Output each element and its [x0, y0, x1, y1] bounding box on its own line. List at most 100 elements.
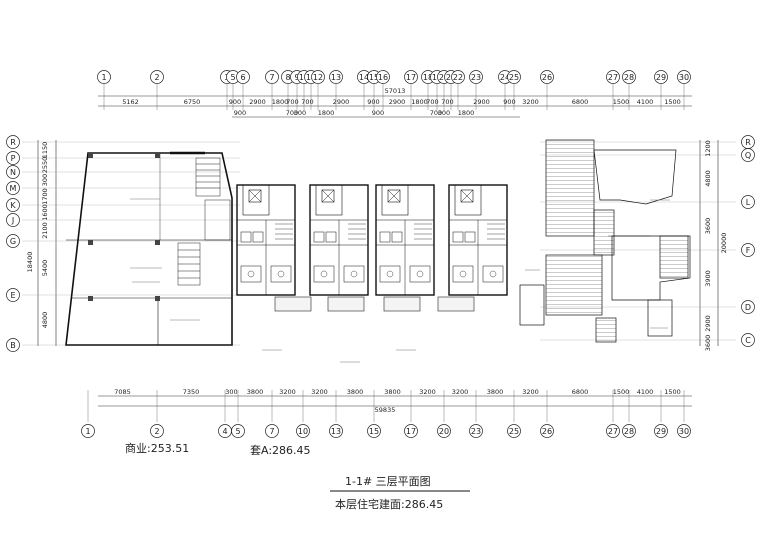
- dim-left-1: 2550: [41, 157, 49, 174]
- svg-text:26: 26: [542, 427, 552, 436]
- grid-bubble-layer: 1235678910111213141516171819202122232425…: [6, 70, 755, 438]
- grid-bubble-right-C: C: [741, 333, 755, 347]
- grid-bubble-bottom-4: 4: [218, 424, 232, 438]
- svg-text:16: 16: [378, 73, 388, 82]
- grid-bubble-right-R: R: [741, 135, 755, 149]
- dim-right-0: 1200: [704, 140, 712, 157]
- dim-bottom-9: 3200: [452, 388, 469, 396]
- floor-area-label: 本层住宅建面:286.45: [335, 497, 443, 511]
- grid-bubble-top-5: 5: [226, 70, 240, 84]
- dim-left-0: 1150: [41, 142, 49, 159]
- dim-top-12: 700: [441, 98, 453, 106]
- dim-bottom-2: 300: [225, 388, 237, 396]
- dim-left-7: 4800: [41, 312, 49, 329]
- dim-top-inner-1: 700: [286, 109, 298, 117]
- svg-text:8: 8: [285, 73, 290, 82]
- dim-top-inner-2: 300: [294, 109, 306, 117]
- balconies: [274, 296, 475, 312]
- svg-text:J: J: [11, 216, 14, 225]
- dim-right-3: 3900: [704, 270, 712, 287]
- svg-text:10: 10: [298, 427, 308, 436]
- grid-bubble-bottom-1: 1: [81, 424, 95, 438]
- grid-bubble-left-N: N: [6, 165, 20, 179]
- grid-bubble-bottom-13: 13: [329, 424, 343, 438]
- dim-top-8: 900: [367, 98, 379, 106]
- svg-text:20: 20: [439, 73, 449, 82]
- dim-left-3: 1700: [41, 188, 49, 205]
- dim-top-inner-6: 300: [438, 109, 450, 117]
- apartment-unit-4: [448, 184, 508, 296]
- svg-text:5: 5: [230, 73, 235, 82]
- horizontal-grid-lines: [22, 141, 736, 346]
- dim-bottom-11: 3200: [522, 388, 539, 396]
- dim-right-1: 4800: [704, 170, 712, 187]
- grid-bubble-left-B: B: [6, 338, 20, 352]
- svg-text:R: R: [10, 138, 16, 147]
- dim-bottom-13: 1500: [613, 388, 630, 396]
- svg-text:23: 23: [471, 427, 481, 436]
- grid-bubble-bottom-10: 10: [296, 424, 310, 438]
- dim-top-14: 900: [503, 98, 515, 106]
- svg-text:25: 25: [509, 427, 519, 436]
- svg-text:7: 7: [269, 427, 274, 436]
- dim-bottom-5: 3200: [311, 388, 328, 396]
- grid-bubble-right-F: F: [741, 243, 755, 257]
- svg-text:C: C: [745, 336, 751, 345]
- stair-core: [177, 157, 231, 286]
- apartment-unit-1: [236, 184, 296, 296]
- svg-text:L: L: [746, 198, 751, 207]
- svg-text:14: 14: [359, 73, 369, 82]
- svg-text:17: 17: [406, 73, 416, 82]
- dim-left-6: 5400: [41, 260, 49, 277]
- dim-top-3: 2900: [249, 98, 266, 106]
- dim-bottom-10: 3800: [487, 388, 504, 396]
- dim-left-4: 1600: [41, 204, 49, 221]
- grid-bubble-bottom-20: 20: [437, 424, 451, 438]
- grid-bubble-right-Q: Q: [741, 148, 755, 162]
- dim-left-5: 2100: [41, 222, 49, 239]
- dim-right-5: 3600: [704, 335, 712, 352]
- dim-top-17: 1500: [613, 98, 630, 106]
- dim-top-16: 6800: [572, 98, 589, 106]
- svg-text:1: 1: [101, 73, 106, 82]
- grid-bubble-top-22: 22: [451, 70, 465, 84]
- apartment-unit-2: [309, 184, 369, 296]
- grid-bubble-top-17: 17: [404, 70, 418, 84]
- svg-text:27: 27: [608, 427, 618, 436]
- dim-bottom-4: 3200: [279, 388, 296, 396]
- dim-top-6: 700: [301, 98, 313, 106]
- svg-text:R: R: [745, 138, 751, 147]
- svg-text:4: 4: [222, 427, 227, 436]
- dim-top-13: 2900: [473, 98, 490, 106]
- grid-bubble-right-L: L: [741, 195, 755, 209]
- grid-bubble-left-R: R: [6, 135, 20, 149]
- grid-bubble-top-12: 12: [311, 70, 325, 84]
- svg-text:M: M: [10, 184, 17, 193]
- svg-text:13: 13: [331, 73, 341, 82]
- svg-text:2: 2: [154, 427, 159, 436]
- dim-bottom-7: 3800: [384, 388, 401, 396]
- dim-right-2: 3600: [704, 218, 712, 235]
- dim-bottom-0: 7085: [114, 388, 131, 396]
- svg-text:21: 21: [446, 73, 456, 82]
- dim-top-1: 6750: [184, 98, 201, 106]
- dim-top-18: 4100: [637, 98, 654, 106]
- unit-area-label: 套A:286.45: [250, 444, 311, 457]
- grid-bubble-left-E: E: [6, 288, 20, 302]
- grid-bubble-left-P: P: [6, 151, 20, 165]
- svg-text:11: 11: [306, 73, 316, 82]
- svg-text:23: 23: [471, 73, 481, 82]
- grid-bubble-top-23: 23: [469, 70, 483, 84]
- dim-top-7: 2900: [333, 98, 350, 106]
- dim-top-0: 5162: [122, 98, 139, 106]
- dim-top-15: 3200: [522, 98, 539, 106]
- grid-bubble-top-27: 27: [606, 70, 620, 84]
- dim-bottom-14: 4100: [637, 388, 654, 396]
- svg-text:2: 2: [154, 73, 159, 82]
- svg-text:10: 10: [299, 73, 309, 82]
- grid-bubble-left-M: M: [6, 181, 20, 195]
- dim-top-2: 900: [229, 98, 241, 106]
- dim-bottom-8: 3200: [419, 388, 436, 396]
- svg-text:13: 13: [331, 427, 341, 436]
